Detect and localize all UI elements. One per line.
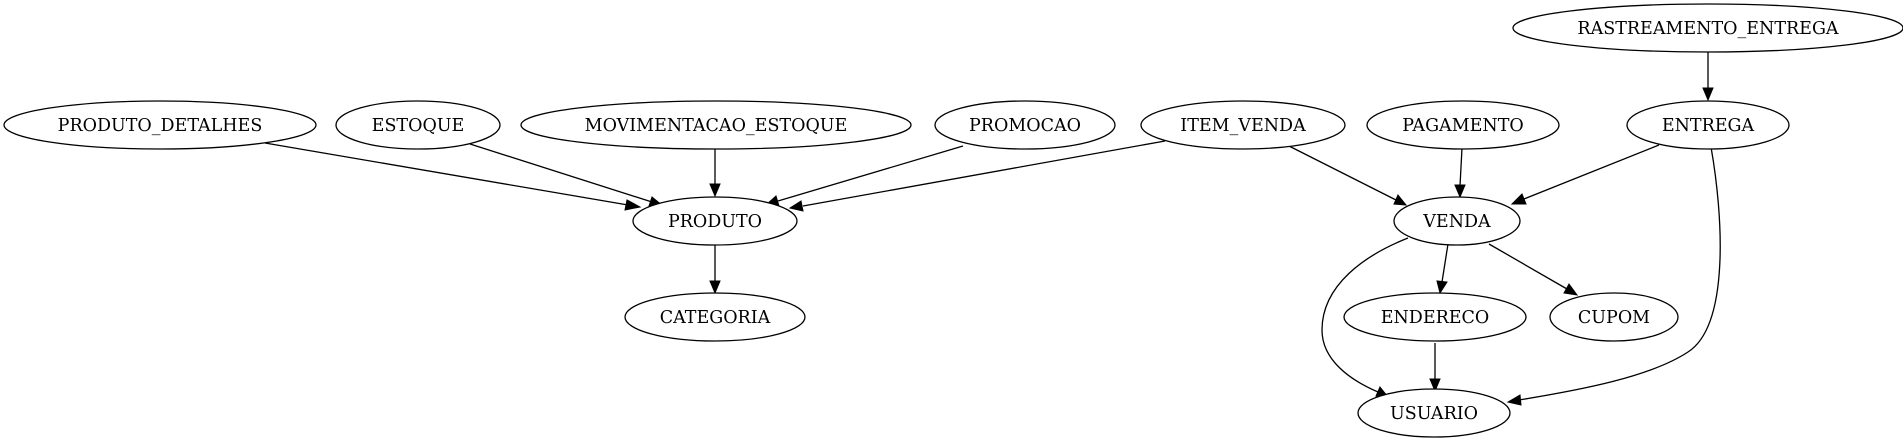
node-label-usuario: USUARIO	[1390, 404, 1478, 424]
node-label-categoria: CATEGORIA	[660, 308, 771, 328]
node-endereco: ENDERECO	[1343, 292, 1527, 342]
edge-entrega-usuario	[1506, 146, 1721, 406]
edge-endereco-usuario	[1429, 343, 1441, 393]
node-produto_detalhes: PRODUTO_DETALHES	[3, 100, 317, 150]
node-usuario: USUARIO	[1357, 388, 1511, 438]
edge-entrega-venda	[1510, 144, 1660, 205]
node-categoria: CATEGORIA	[624, 292, 806, 342]
node-label-endereco: ENDERECO	[1381, 308, 1490, 328]
edge-item_venda-produto	[788, 140, 1166, 212]
edge-estoque-produto	[469, 143, 665, 207]
node-promocao: PROMOCAO	[934, 100, 1116, 150]
node-item_venda: ITEM_VENDA	[1140, 100, 1346, 150]
edge-produto-categoria	[709, 245, 721, 295]
node-label-entrega: ENTREGA	[1662, 116, 1755, 136]
node-entrega: ENTREGA	[1626, 100, 1790, 150]
node-label-rastreamento_entrega: RASTREAMENTO_ENTREGA	[1577, 19, 1839, 39]
node-label-produto_detalhes: PRODUTO_DETALHES	[58, 116, 263, 136]
node-estoque: ESTOQUE	[335, 100, 501, 150]
node-label-venda: VENDA	[1422, 212, 1491, 232]
node-cupom: CUPOM	[1549, 292, 1679, 342]
node-rastreamento_entrega: RASTREAMENTO_ENTREGA	[1512, 3, 1903, 53]
node-label-cupom: CUPOM	[1578, 308, 1650, 328]
edge-pagamento-venda	[1454, 147, 1466, 199]
node-label-movimentacao_estoque: MOVIMENTACAO_ESTOQUE	[585, 116, 848, 136]
edge-rastreamento_entrega-entrega	[1702, 52, 1714, 102]
node-label-estoque: ESTOQUE	[372, 116, 465, 136]
edge-venda-cupom	[1488, 243, 1579, 296]
edge-movimentacao_estoque-produto	[709, 148, 721, 198]
node-movimentacao_estoque: MOVIMENTACAO_ESTOQUE	[520, 100, 912, 150]
node-label-item_venda: ITEM_VENDA	[1180, 116, 1306, 136]
node-label-produto: PRODUTO	[668, 212, 762, 232]
node-venda: VENDA	[1393, 196, 1521, 246]
node-pagamento: PAGAMENTO	[1366, 100, 1560, 150]
edge-promocao-produto	[764, 145, 964, 207]
node-produto: PRODUTO	[632, 196, 798, 246]
edge-item_venda-venda	[1286, 144, 1408, 206]
edge-venda-endereco	[1436, 243, 1449, 295]
node-label-pagamento: PAGAMENTO	[1402, 116, 1523, 136]
edge-produto_detalhes-produto	[264, 142, 642, 211]
node-label-promocao: PROMOCAO	[969, 116, 1081, 136]
